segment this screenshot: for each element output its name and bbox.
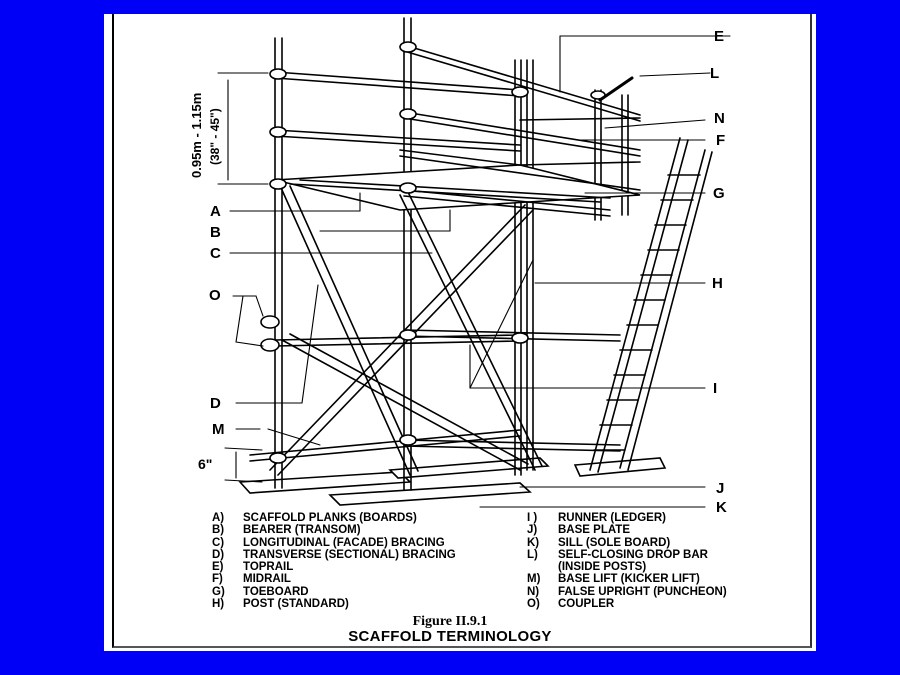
callout-d: D — [210, 395, 221, 412]
callout-c: C — [210, 245, 221, 262]
guardrail-height-metric: 0.95m - 1.15m — [189, 92, 204, 178]
callout-l: L — [710, 65, 720, 82]
bracing — [269, 185, 543, 476]
callout-k: K — [716, 499, 727, 516]
callout-i: I — [713, 380, 718, 397]
callout-a: A — [210, 203, 221, 220]
legend-left: A)SCAFFOLD PLANKS (BOARDS) B)BEARER (TRA… — [212, 512, 456, 610]
legend-item: G)TOEBOARD — [212, 585, 309, 598]
callout-n: N — [714, 110, 725, 127]
legend-item: J)BASE PLATE — [527, 524, 630, 537]
panel-border — [112, 14, 812, 648]
rails — [274, 44, 641, 166]
callout-h: H — [712, 275, 723, 292]
callout-j: J — [716, 480, 725, 497]
figure-number: Figure II.9.1 — [412, 614, 488, 629]
figure-title: SCAFFOLD TERMINOLOGY — [348, 628, 552, 645]
legend-item: (INSIDE POSTS) — [558, 561, 647, 574]
sill-boards — [238, 457, 667, 506]
legend-item: I )RUNNER (LEDGER) — [527, 512, 666, 524]
callout-g: G — [713, 185, 725, 202]
legend-item: M)BASE LIFT (KICKER LIFT) — [527, 573, 700, 586]
legend-item: B)BEARER (TRANSOM) — [212, 524, 361, 537]
legend-item: N)FALSE UPRIGHT (PUNCHEON) — [527, 585, 727, 598]
callout-f: F — [716, 132, 726, 149]
callout-b: B — [210, 224, 221, 241]
legend-item: K)SILL (SOLE BOARD) — [527, 536, 671, 549]
base-lift-height: 6" — [198, 456, 213, 472]
runners — [249, 329, 621, 462]
leader-lines — [217, 35, 731, 508]
legend-item: D)TRANSVERSE (SECTIONAL) BRACING — [212, 548, 456, 561]
legend-item: O)COUPLER — [527, 598, 615, 611]
legend-item: H)POST (STANDARD) — [212, 598, 349, 611]
couplers — [260, 41, 606, 464]
legend-item: F)MIDRAIL — [212, 573, 291, 586]
guardrail-height-imperial: (38" - 45") — [208, 108, 222, 165]
legend-item: A)SCAFFOLD PLANKS (BOARDS) — [212, 512, 417, 524]
callout-o: O — [209, 287, 221, 304]
posts — [274, 17, 629, 491]
legend-item: L)SELF-CLOSING DROP BAR — [527, 548, 708, 561]
legend-item: C)LONGITUDINAL (FACADE) BRACING — [212, 536, 445, 549]
legend-item: E)TOPRAIL — [212, 561, 294, 574]
platform — [274, 149, 641, 217]
legend-right: I )RUNNER (LEDGER) J)BASE PLATE K)SILL (… — [527, 512, 727, 610]
callout-e: E — [714, 28, 725, 45]
callout-m: M — [212, 421, 225, 438]
